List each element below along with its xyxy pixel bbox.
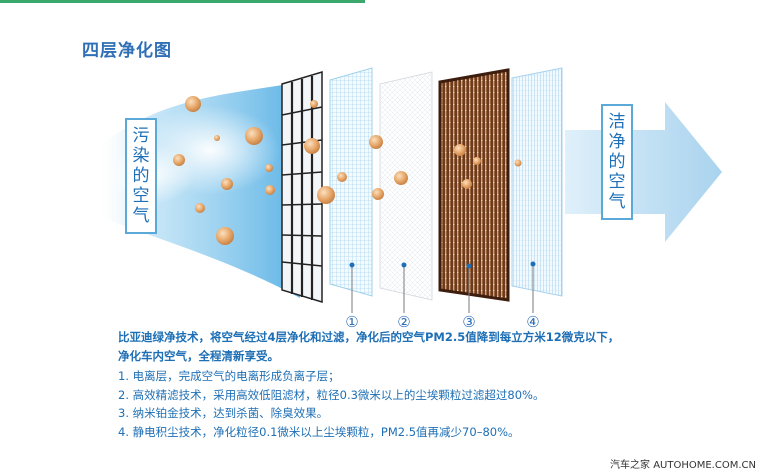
intro-line: 净化车内空气，全程清新享受。 [118,348,279,363]
polluted-air-label: 污 染 的 空 气 [125,118,157,234]
polluted-air-char: 的 [132,166,150,186]
filter-layer-3 [438,68,510,302]
layer-number-4: ④ [526,313,539,331]
layer-number-1: ① [345,313,358,331]
dust-particles [173,96,522,245]
polluted-air-char: 空 [132,186,150,206]
watermark: 汽车之家 AUTOHOME.COM.CN [610,460,756,471]
intro-line: 比亚迪绿净技术，将空气经过4层净化和过滤，净化后的空气PM2.5值降到每立方米1… [118,330,620,344]
description-item: 2. 高效精滤技术，采用高效低阻滤材，粒径0.3微米以上的尘埃颗粒过滤超过80%… [118,387,545,402]
polluted-air-char: 污 [132,126,150,146]
layer-number-3: ③ [462,313,475,331]
filter-layer-1 [329,67,373,297]
description-item: 4. 静电积尘技术，净化粒径0.1微米以上尘埃颗粒，PM2.5值再减少70–80… [118,424,520,439]
description-item: 1. 电离层，完成空气的电离形成负离子层； [118,369,340,383]
filter-layer-2 [379,71,433,301]
description-item: 3. 纳米铂金技术，达到杀菌、除臭效果。 [118,406,329,420]
filter-layer-4 [511,67,563,297]
ionizer-grid-layer [281,70,323,304]
clean-air-arrow [565,102,722,242]
description-block: 比亚迪绿净技术，将空气经过4层净化和过滤，净化后的空气PM2.5值降到每立方米1… [118,328,738,441]
description-intro: 比亚迪绿净技术，将空气经过4层净化和过滤，净化后的空气PM2.5值降到每立方米1… [118,328,738,365]
page-title: 四层净化图 [82,41,172,61]
clean-air-char: 空 [608,172,626,192]
polluted-air-char: 气 [132,206,150,226]
top-accent-bar [0,0,365,3]
polluted-air-char: 染 [132,146,150,166]
clean-air-char: 气 [608,192,626,212]
clean-air-char: 洁 [608,112,626,132]
clean-air-label: 洁 净 的 空 气 [601,104,633,220]
layer-number-2: ② [397,313,410,331]
clean-air-char: 的 [608,152,626,172]
clean-air-char: 净 [608,132,626,152]
